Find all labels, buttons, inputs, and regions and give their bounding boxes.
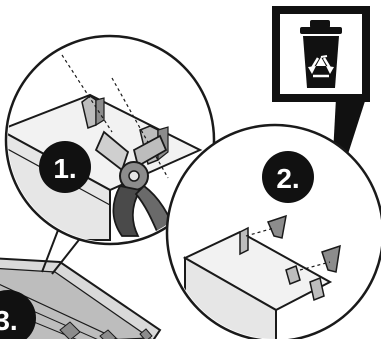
step-badge-1: 1. [39, 141, 91, 193]
step-badge-2: 2. [262, 151, 314, 203]
detail-circle-step2: 2. [167, 125, 381, 339]
recycle-bin-icon [300, 20, 342, 88]
step-label-3: 3. [0, 305, 18, 336]
step-label-2: 2. [276, 163, 299, 194]
step-label-1: 1. [53, 153, 76, 184]
